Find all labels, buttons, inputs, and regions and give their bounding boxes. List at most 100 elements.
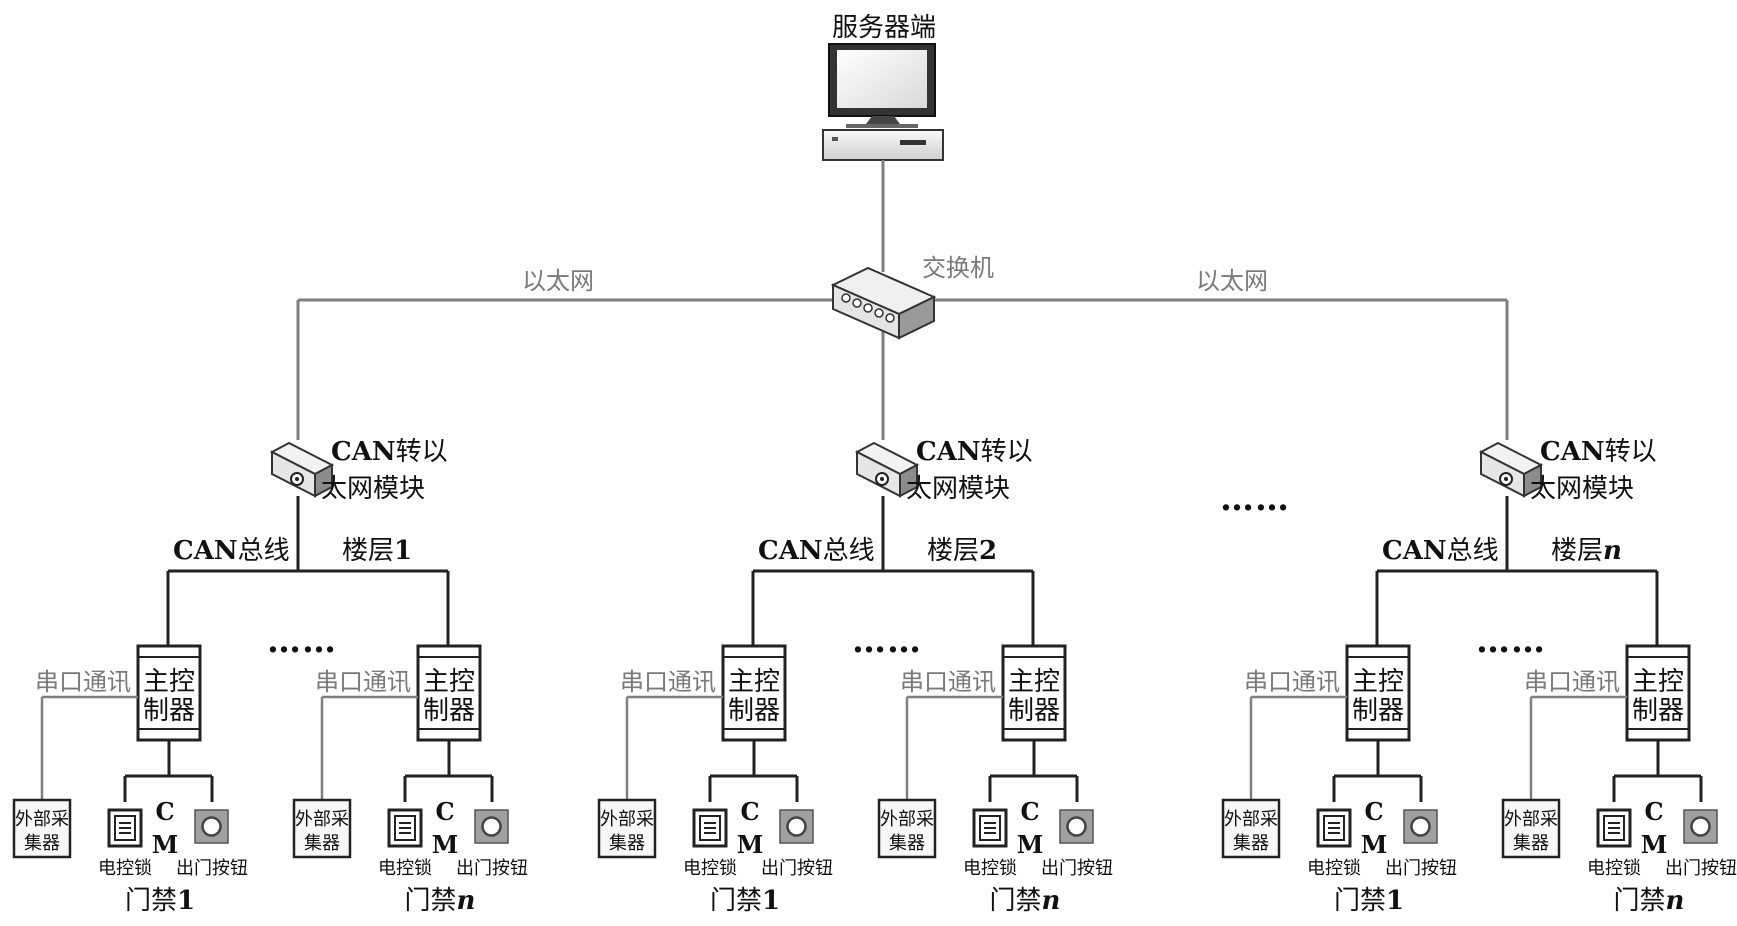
io-lines [1332, 740, 1423, 802]
door-unit: 主控 制器 串口通讯 外部采 集器 [597, 644, 833, 916]
collector-line2: 集器 [24, 833, 60, 854]
electric-lock-icon [1596, 808, 1632, 848]
external-collector: 外部采 集器 [1221, 798, 1281, 859]
main-controller: 主控 制器 [1001, 644, 1067, 742]
converter-rest-text: 转以 [396, 437, 448, 467]
can-bus-label: CAN总线 [173, 536, 290, 566]
lock-label: 电控锁 [1307, 858, 1361, 879]
serial-label: 串口通讯 [620, 668, 716, 696]
door-prefix-text: 门禁 [1614, 886, 1666, 916]
door-unit: 主控 制器 串口通讯 外部采 集器 [1501, 644, 1737, 916]
cm-m-letter: M [1017, 830, 1044, 859]
can-bus-bold-text: CAN [173, 536, 238, 566]
cm-m-letter: M [1641, 830, 1668, 859]
can-bus-bold-text: CAN [1382, 536, 1447, 566]
cm-c-letter: C [1020, 797, 1039, 826]
controllers-ellipsis: …… [852, 621, 922, 661]
exit-button-icon [474, 809, 509, 844]
door-prefix-text: 门禁 [1334, 886, 1386, 916]
controller-line1: 主控 [1008, 667, 1060, 697]
floor-label: 楼层n [1551, 536, 1622, 566]
lock-label: 电控锁 [1587, 858, 1641, 879]
floors-ellipsis: …… [1220, 479, 1290, 519]
collector-line2: 集器 [889, 833, 925, 854]
floor-label: 楼层2 [927, 536, 997, 566]
can-bus-lines [1375, 496, 1659, 646]
exit-button-icon [194, 809, 229, 844]
door-label: 门禁n [1614, 886, 1685, 916]
collector-line2: 集器 [609, 833, 645, 854]
converter-bold-text: CAN [331, 437, 396, 467]
serial-lines [1529, 695, 1627, 800]
switch-icon [830, 266, 937, 340]
exit-button-label: 出门按钮 [456, 858, 528, 879]
door-label: 门禁1 [125, 886, 195, 916]
floor-group: CAN转以 太网模块 CAN总线 楼层2 …… 主控 制器 串 [597, 437, 1113, 916]
converter-label-line2: 太网模块 [1530, 474, 1634, 504]
serial-lines [905, 695, 1003, 800]
lock-label: 电控锁 [98, 858, 152, 879]
converter-rest-text: 转以 [981, 437, 1033, 467]
io-lines [403, 740, 494, 802]
door-prefix-text: 门禁 [125, 886, 177, 916]
door-unit: 主控 制器 串口通讯 外部采 集器 [12, 644, 248, 916]
door-number-text: 1 [177, 886, 195, 916]
external-collector: 外部采 集器 [12, 798, 72, 859]
exit-button-label: 出门按钮 [1665, 858, 1737, 879]
can-bus-bold-text: CAN [758, 536, 823, 566]
lock-label: 电控锁 [963, 858, 1017, 879]
can-ethernet-module-icon [269, 441, 335, 498]
ethernet-label-left: 以太网 [522, 267, 594, 295]
controllers-ellipsis: …… [1476, 621, 1546, 661]
collector-line1: 外部采 [1224, 809, 1278, 830]
door-label: 门禁1 [1334, 886, 1404, 916]
exit-button-icon [1403, 809, 1438, 844]
converter-label-line2: 太网模块 [321, 474, 425, 504]
converter-label-line1: CAN转以 [331, 437, 448, 467]
door-label: 门禁n [405, 886, 476, 916]
floor-number-text: n [1603, 536, 1622, 566]
serial-lines [320, 695, 418, 800]
can-ethernet-module-icon [1478, 441, 1544, 498]
collector-line1: 外部采 [600, 809, 654, 830]
can-ethernet-module-icon [854, 441, 920, 498]
io-lines [708, 740, 799, 802]
electric-lock-icon [107, 808, 143, 848]
controller-line1: 主控 [728, 667, 780, 697]
cm-c-letter: C [1364, 797, 1383, 826]
server-group: 服务器端 [822, 13, 944, 161]
electric-lock-icon [972, 808, 1008, 848]
controller-line2: 制器 [728, 696, 780, 726]
converter-bold-text: CAN [916, 437, 981, 467]
can-bus-rest-text: 总线 [823, 536, 875, 566]
can-bus-label: CAN总线 [1382, 536, 1499, 566]
electric-lock-icon [387, 808, 423, 848]
collector-line2: 集器 [1513, 833, 1549, 854]
floor-number-text: 1 [394, 536, 412, 566]
cm-c-letter: C [1644, 797, 1663, 826]
electric-lock-icon [1316, 808, 1352, 848]
switch-label: 交换机 [922, 254, 994, 282]
main-controller: 主控 制器 [136, 644, 202, 742]
floor-prefix-text: 楼层 [1551, 536, 1603, 566]
door-number-text: 1 [762, 886, 780, 916]
controller-line2: 制器 [1632, 696, 1684, 726]
serial-label: 串口通讯 [315, 668, 411, 696]
controllers-ellipsis: …… [267, 621, 337, 661]
collector-line1: 外部采 [880, 809, 934, 830]
exit-button-label: 出门按钮 [1385, 858, 1457, 879]
cm-c-letter: C [435, 797, 454, 826]
can-bus-rest-text: 总线 [238, 536, 290, 566]
collector-line2: 集器 [304, 833, 340, 854]
controller-line1: 主控 [1352, 667, 1404, 697]
cm-m-letter: M [737, 830, 764, 859]
floor-prefix-text: 楼层 [342, 536, 394, 566]
cm-c-letter: C [740, 797, 759, 826]
controller-line1: 主控 [423, 667, 475, 697]
floor-prefix-text: 楼层 [927, 536, 979, 566]
door-number-text: n [1042, 886, 1061, 916]
floor-group: CAN转以 太网模块 CAN总线 楼层n …… 主控 制器 串 [1221, 437, 1737, 916]
controller-line1: 主控 [1632, 667, 1684, 697]
door-number-text: 1 [1386, 886, 1404, 916]
cm-c-letter: C [155, 797, 174, 826]
